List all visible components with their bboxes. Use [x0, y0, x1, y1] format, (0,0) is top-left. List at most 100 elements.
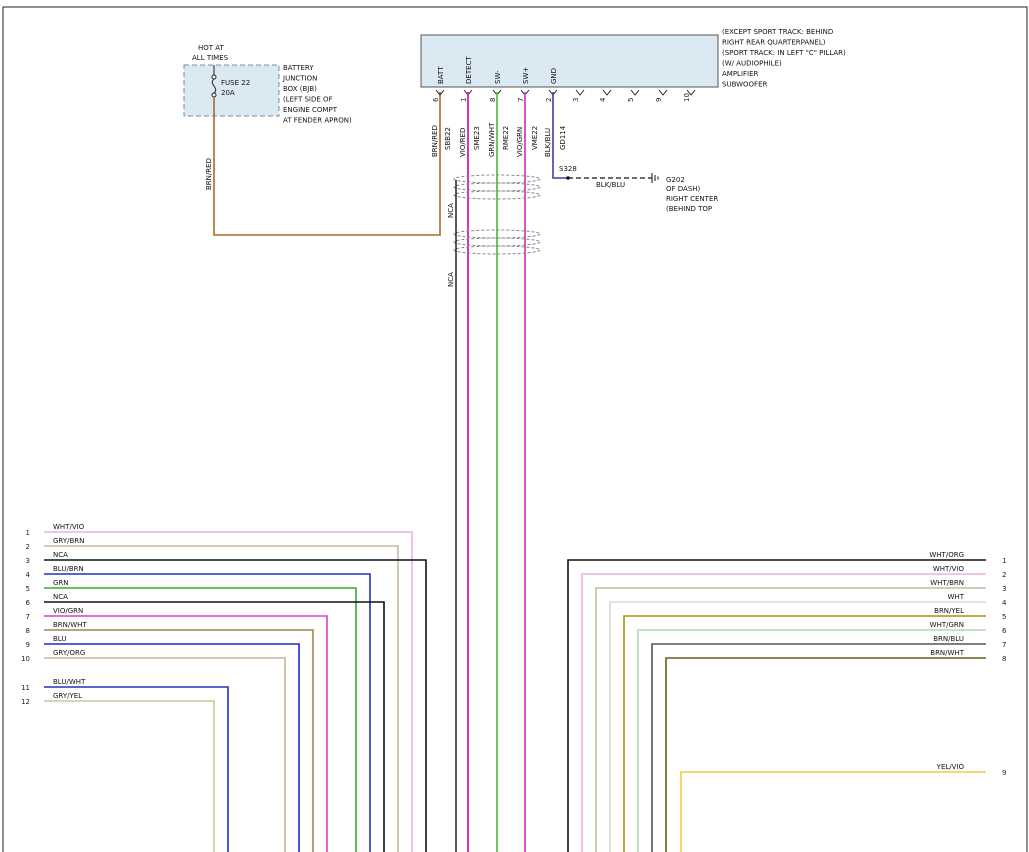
right-connector: 1WHT/ORG2WHT/VIO3WHT/BRN4WHT5BRN/YEL6WHT…	[567, 551, 1007, 852]
amplifier-description-line: AMPLIFIER	[722, 70, 759, 78]
left-wire	[44, 531, 413, 852]
wire-color-label: VIO/RED	[459, 128, 467, 157]
pin-terminal-icon	[575, 89, 585, 96]
fuse-box-outline	[183, 64, 280, 117]
ground-description-line: OF DASH)	[666, 185, 701, 193]
left-pin-number: 11	[21, 684, 30, 692]
fuse-wire-color-label: BRN/RED	[205, 158, 213, 190]
fuse-box-description-line: ENGINE COMPT	[283, 106, 338, 114]
left-wire	[44, 615, 328, 852]
pin-terminal-icon	[630, 89, 640, 96]
right-pin-number: 6	[1002, 627, 1007, 635]
fuse-box-description-line: BOX (BJB)	[283, 85, 317, 93]
pin-number: 6	[432, 97, 440, 102]
shield-ring	[453, 245, 541, 255]
pin-number: 1	[460, 98, 468, 102]
pin-label: GND	[550, 68, 558, 84]
wire-color-label: BRN/RED	[431, 125, 439, 157]
amplifier-box	[420, 34, 719, 88]
right-wire-color-label: BRN/BLU	[933, 635, 964, 643]
pin-label: DETECT	[465, 56, 473, 84]
shield-ring	[453, 182, 541, 192]
left-pin-number: 6	[26, 599, 31, 607]
right-pin-number: 7	[1002, 641, 1006, 649]
pin-number: 9	[655, 98, 663, 102]
left-wire	[44, 686, 229, 852]
fuse-rating: 20A	[221, 89, 235, 97]
right-wire-color-label: WHT	[948, 593, 965, 601]
right-wire-color-label: BRN/YEL	[934, 607, 964, 615]
pin-number: 5	[627, 98, 635, 102]
right-pin-number: 8	[1002, 655, 1006, 663]
right-pin-number: 2	[1002, 571, 1006, 579]
pin-number: 10	[683, 93, 691, 102]
amplifier-description-line: (SPORT TRACK: IN LEFT "C" PILLAR)	[722, 49, 846, 57]
left-pin-number: 9	[26, 641, 30, 649]
pin-number: 3	[572, 98, 580, 102]
splice-label: S328	[559, 165, 577, 173]
fuse-box: HOT AT ALL TIMES FUSE 22 20A BATTERYJUNC…	[183, 44, 352, 125]
shield-ring	[453, 174, 541, 184]
pin-terminal-icon	[602, 89, 612, 96]
shield-ring	[453, 237, 541, 247]
left-wire	[44, 559, 427, 852]
left-wire-color-label: GRN	[53, 579, 69, 587]
nca-label: NCA	[447, 272, 455, 287]
left-pin-number: 4	[26, 571, 31, 579]
right-wire-color-label: WHT/ORG	[929, 551, 964, 559]
left-wire-color-label: GRY/ORG	[53, 649, 85, 657]
amplifier-description-line: (W/ AUDIOPHILE)	[722, 60, 782, 68]
pin-terminal-icon	[658, 89, 668, 96]
left-wire	[44, 601, 385, 852]
right-wire-color-label: BRN/WHT	[930, 649, 964, 657]
pin-label: SW+	[522, 67, 530, 84]
right-wire-color-label: WHT/GRN	[930, 621, 964, 629]
frame	[2, 6, 1028, 852]
right-wire	[665, 657, 986, 852]
hot-label-line-1: HOT AT	[198, 44, 225, 52]
wire-color-label: VIO/GRN	[516, 127, 524, 157]
right-wire-color-label: WHT/VIO	[933, 565, 965, 573]
ground-description-line: (BEHIND TOP	[666, 205, 712, 213]
fuse-box-description-line: (LEFT SIDE OF	[283, 96, 333, 104]
left-pin-number: 3	[26, 557, 30, 565]
fuse-number: FUSE 22	[221, 79, 250, 87]
right-pin-number: 4	[1002, 599, 1007, 607]
right-wire-color-label: WHT/BRN	[930, 579, 964, 587]
circuit-label: VME22	[531, 126, 539, 150]
right-wire	[651, 643, 986, 852]
left-wire-color-label: NCA	[53, 593, 68, 601]
pin-number: 7	[517, 98, 525, 102]
pin-number: 8	[489, 98, 497, 102]
left-pin-number: 12	[21, 698, 30, 706]
circuit-label: GD114	[559, 125, 567, 150]
pin-number: 4	[599, 97, 607, 102]
pin-terminal-icon	[686, 89, 696, 96]
right-wire	[623, 615, 986, 852]
left-pin-number: 1	[26, 529, 30, 537]
right-pin-number: 5	[1002, 613, 1006, 621]
ground-point-label: G202	[666, 176, 685, 184]
nca-label: NCA	[447, 203, 455, 218]
right-pin-number: 9	[1002, 769, 1006, 777]
left-wire	[44, 643, 300, 852]
left-pin-number: 7	[26, 613, 30, 621]
fuse-terminal-top	[211, 74, 217, 80]
left-wire	[44, 657, 286, 852]
pin-terminal-icon	[435, 89, 445, 96]
left-wire-color-label: VIO/GRN	[53, 607, 83, 615]
wire-color-label: BLK/BLU	[544, 128, 552, 157]
left-wire-color-label: BLU	[53, 635, 66, 643]
right-wire-color-label: YEL/VIO	[936, 763, 965, 771]
left-wire-color-label: GRY/YEL	[53, 692, 82, 700]
amplifier-description-line: RIGHT REAR QUARTERPANEL)	[722, 39, 826, 47]
left-wire	[44, 545, 399, 852]
fuse-to-amplifier-wire	[213, 92, 441, 236]
ground-circuit: S328 BLK/BLU G202 OF DASH)RIGHT CENTER(B…	[552, 92, 718, 213]
shield-ring	[453, 190, 541, 200]
